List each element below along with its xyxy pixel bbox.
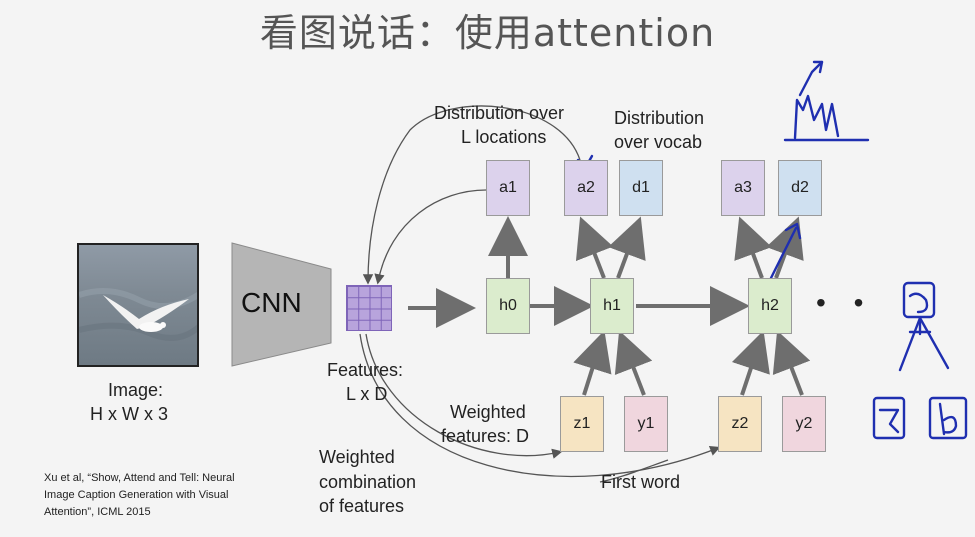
ellipsis: • •: [816, 287, 874, 318]
features-to-z1-curve: [365, 333, 563, 459]
box-h0: h0: [486, 278, 530, 334]
first-word-label: First word: [601, 472, 681, 492]
h2-to-a3-arrow: [734, 216, 772, 279]
weighted-combination-2: combination: [319, 472, 417, 492]
box-d2: d2: [778, 160, 822, 216]
weighted-combination-1: Weighted: [319, 447, 395, 467]
box-z1: z1: [560, 396, 604, 452]
input-image: [77, 243, 199, 367]
features-label-1: Features:: [327, 360, 404, 380]
y2-to-h2-arrow: [772, 330, 811, 396]
box-a1: a1: [486, 160, 530, 216]
citation: Xu et al, “Show, Attend and Tell: Neural…: [44, 470, 235, 521]
box-d1: d1: [619, 160, 663, 216]
y1-to-h1-arrow: [614, 330, 653, 396]
box-y1: y1: [624, 396, 668, 452]
box-a3: a3: [721, 160, 765, 216]
z2-to-h2-arrow: [731, 330, 770, 396]
h1-to-a2-arrow: [575, 216, 614, 279]
citation-line-3: Attention”, ICML 2015: [44, 506, 151, 518]
box-z2: z2: [718, 396, 762, 452]
distribution-vocab-1: Distribution: [614, 108, 705, 128]
box-h1: h1: [590, 278, 634, 334]
a1-to-features-curve: [374, 189, 487, 285]
features-label-2: L x D: [346, 384, 388, 404]
first-word-curve: [599, 459, 669, 483]
weighted-combination-3: of features: [319, 496, 405, 516]
features-to-z2-curve: [359, 333, 721, 478]
weighted-features-1: Weighted: [450, 402, 526, 422]
citation-line-2: Image Caption Generation with Visual: [44, 489, 229, 501]
image-label-2: H x W x 3: [90, 404, 169, 424]
slide-title: 看图说话：使用attention: [259, 11, 716, 55]
box-a2: a2: [564, 160, 608, 216]
image-label-1: Image:: [108, 380, 164, 400]
cnn-block: [231, 242, 332, 367]
cnn-label: CNN: [241, 287, 302, 318]
z1-to-h1-arrow: [573, 330, 612, 396]
citation-line-1: Xu et al, “Show, Attend and Tell: Neural: [44, 472, 235, 484]
feature-grid: [346, 285, 392, 331]
bird-icon: [79, 288, 197, 341]
a2-to-features-curve: [362, 105, 581, 285]
distribution-locations-2: L locations: [461, 127, 547, 147]
box-h2: h2: [748, 278, 792, 334]
distribution-locations-1: Distribution over: [434, 103, 565, 123]
distribution-vocab-2: over vocab: [614, 132, 703, 152]
h1-to-d1-arrow: [608, 216, 646, 279]
box-y2: y2: [782, 396, 826, 452]
weighted-features-2: features: D: [441, 426, 530, 446]
